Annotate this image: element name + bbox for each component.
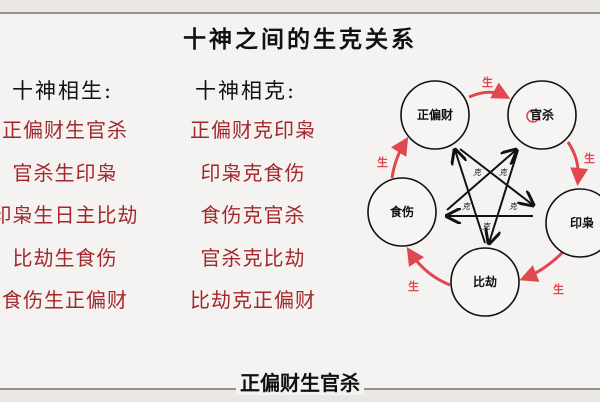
sheng-label: 生: [584, 151, 595, 165]
node-circle: [507, 80, 577, 150]
list-item: 比劫克正偏财: [190, 288, 316, 312]
node-label: 正偏财: [417, 107, 453, 122]
node-label: 官杀: [530, 107, 554, 122]
list-item: 正偏财生官杀: [2, 118, 128, 142]
top-band: [0, 0, 600, 14]
sheng-arrow: [406, 246, 451, 287]
sheng-heading: 十神相生:: [12, 79, 114, 103]
caption-text: 正偏财生官杀: [236, 371, 364, 395]
ke-list: 正偏财克印枭 印枭克食伤 食伤克官杀 官杀克比劫 比劫克正偏财: [153, 114, 353, 327]
highlight-circle: [526, 109, 540, 123]
node-label: 比劫: [473, 274, 497, 289]
ke-label: 克: [499, 168, 508, 177]
node-label: 食伤: [389, 204, 414, 219]
node-circle: [545, 188, 600, 258]
subtitle-caption: 正偏财生官杀: [0, 367, 600, 396]
sheng-label: 生: [377, 155, 388, 169]
sheng-arrow: [390, 136, 409, 179]
node-circle: [400, 80, 470, 150]
node-circle: [450, 247, 520, 317]
sheng-arrow: [519, 250, 565, 282]
list-item: 官杀生印枭: [12, 160, 118, 185]
ke-label: 克: [482, 222, 491, 231]
list-item: 印枭克食伤: [200, 160, 306, 185]
list-item: 印枭生日主比劫: [0, 203, 139, 227]
list-item: 正偏财克印枭: [190, 118, 316, 142]
list-item: 食伤生正偏财: [2, 288, 128, 312]
sheng-arrow: [566, 141, 589, 186]
list-item: 食伤克官杀: [200, 203, 306, 227]
ke-label: 克: [509, 202, 518, 211]
node-circle: [367, 177, 437, 247]
sheng-label: 生: [408, 279, 419, 293]
sheng-label: 生: [482, 75, 493, 89]
sheng-label: 生: [553, 282, 564, 296]
node-label: 印枭: [570, 215, 594, 230]
ke-arrow: [455, 150, 486, 244]
ke-arrow: [446, 150, 516, 211]
ke-arrow: [489, 149, 519, 243]
page-title: 十神之间的生克关系: [183, 26, 417, 53]
sheng-arrow: [468, 82, 511, 99]
ke-label: 克: [462, 202, 471, 211]
list-item: 比劫生食伤: [12, 245, 118, 270]
list-item: 官杀克比劫: [200, 245, 306, 270]
ke-heading: 十神相克:: [195, 79, 297, 103]
sheng-list: 正偏财生官杀 官杀生印枭 印枭生日主比劫 比劫生食伤 食伤生正偏财: [0, 114, 165, 327]
ke-arrow: [459, 148, 533, 205]
ke-label: 克: [473, 168, 482, 177]
